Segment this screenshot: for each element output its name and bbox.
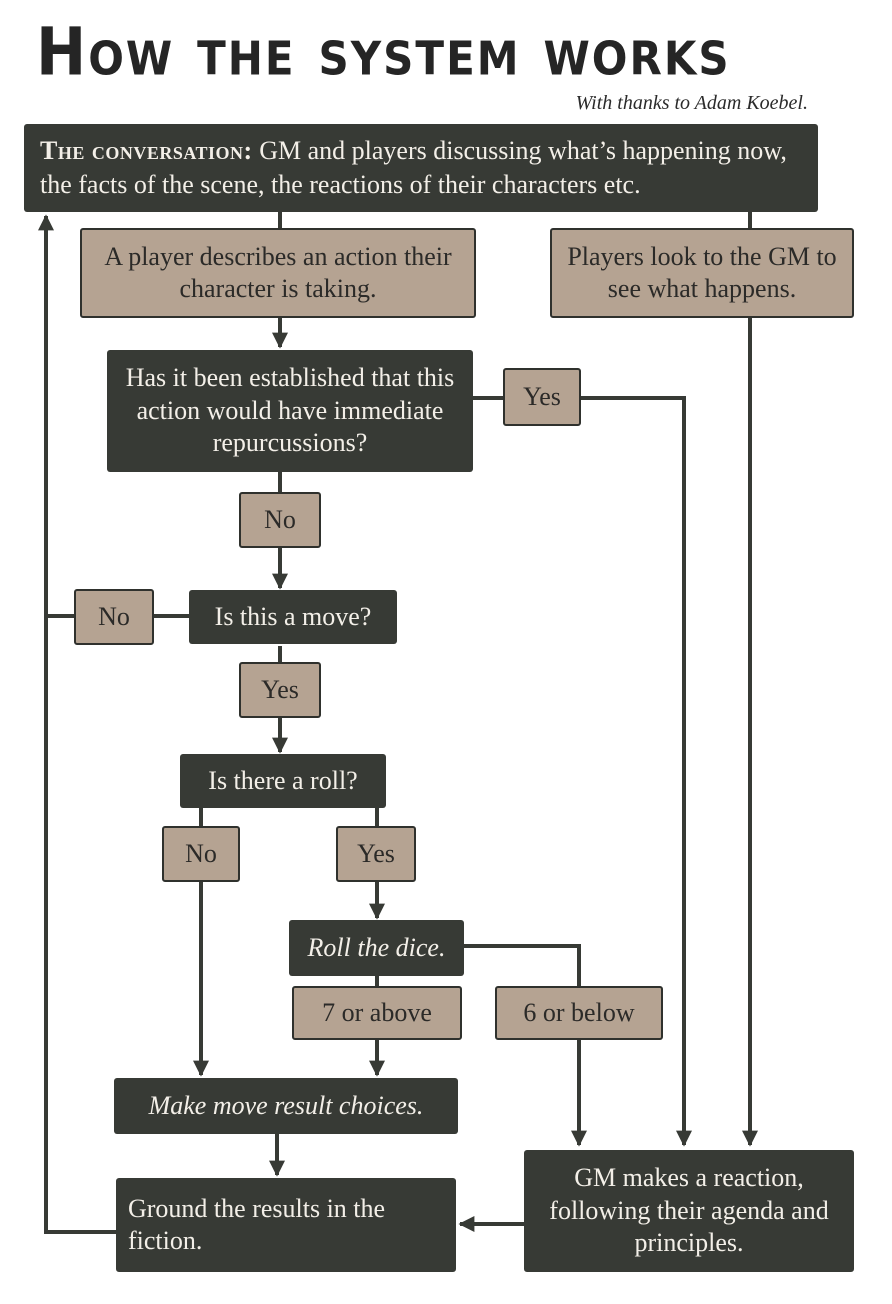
conversation-box: The conversation: GM and players discuss… [24, 124, 818, 212]
roll-question-node: Is there a roll? [180, 754, 386, 808]
credit-line: With thanks to Adam Koebel. [575, 92, 808, 114]
seven-above-label: 7 or above [292, 986, 462, 1040]
connector-six-below [464, 944, 587, 1147]
conversation-label: The conversation: [40, 136, 253, 166]
ground-results-node: Ground the results in the fiction. [116, 1178, 456, 1272]
connector-ground-loop [38, 214, 116, 1234]
gm-reaction-node: GM makes a reaction, following their age… [524, 1150, 854, 1272]
roll-yes-label: Yes [336, 826, 416, 882]
roll-dice-node: Roll the dice. [289, 920, 464, 976]
established-no-label: No [239, 492, 321, 548]
move-question-node: Is this a move? [189, 590, 397, 644]
six-below-label: 6 or below [495, 986, 663, 1040]
move-no-label: No [74, 589, 154, 645]
page-title: How the system works [36, 14, 731, 91]
move-choices-node: Make move result choices. [114, 1078, 458, 1134]
established-question-node: Has it been established that this action… [107, 350, 473, 472]
established-yes-label: Yes [503, 368, 581, 426]
player-action-node: A player describes an action their chara… [80, 228, 476, 318]
roll-no-label: No [162, 826, 240, 882]
conversation-text: GM and players discussing what’s happeni… [40, 136, 787, 199]
move-yes-label: Yes [239, 662, 321, 718]
players-look-node: Players look to the GM to see what happe… [550, 228, 854, 318]
